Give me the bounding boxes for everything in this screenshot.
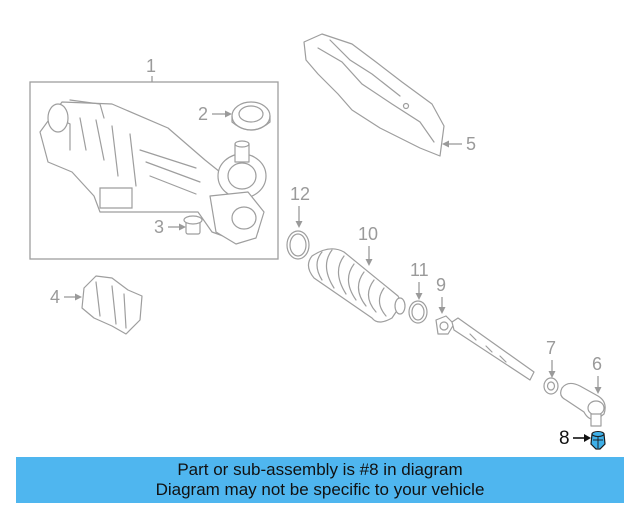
- outer-tie-rod-end-part-6[interactable]: [560, 382, 606, 427]
- callout-6[interactable]: 6: [592, 354, 602, 374]
- steering-gear-assembly[interactable]: [39, 99, 267, 245]
- callout-9[interactable]: 9: [436, 275, 446, 295]
- callout-3[interactable]: 3: [154, 217, 164, 237]
- highlighted-nut-part-8[interactable]: [590, 430, 606, 450]
- banner-line-2: Diagram may not be specific to your vehi…: [155, 480, 485, 499]
- clamp-part-11[interactable]: [408, 300, 428, 324]
- callout-11[interactable]: 11: [410, 260, 429, 280]
- bracket-part-4[interactable]: [81, 275, 143, 335]
- callout-5[interactable]: 5: [466, 134, 476, 154]
- nut-part-7[interactable]: [543, 377, 559, 395]
- banner-line-1: Part or sub-assembly is #8 in diagram: [177, 460, 463, 479]
- callout-7[interactable]: 7: [546, 338, 556, 358]
- callout-1[interactable]: 1: [146, 56, 156, 76]
- grommet-part-2[interactable]: [231, 101, 271, 131]
- callout-8[interactable]: 8: [559, 428, 570, 449]
- boot-part-10[interactable]: [307, 248, 406, 323]
- callout-4[interactable]: 4: [50, 287, 60, 307]
- callout-12[interactable]: 12: [290, 184, 310, 204]
- info-banner: Part or sub-assembly is #8 in diagram Di…: [16, 457, 624, 503]
- steering-gear-box-outline: [29, 81, 279, 260]
- heat-shield-part-5[interactable]: [303, 33, 445, 157]
- clamp-part-12[interactable]: [286, 230, 310, 260]
- plug-part-3[interactable]: [183, 215, 203, 235]
- callout-10[interactable]: 10: [358, 224, 378, 244]
- callout-2[interactable]: 2: [198, 104, 208, 124]
- inner-tie-rod-part-9[interactable]: [435, 315, 535, 381]
